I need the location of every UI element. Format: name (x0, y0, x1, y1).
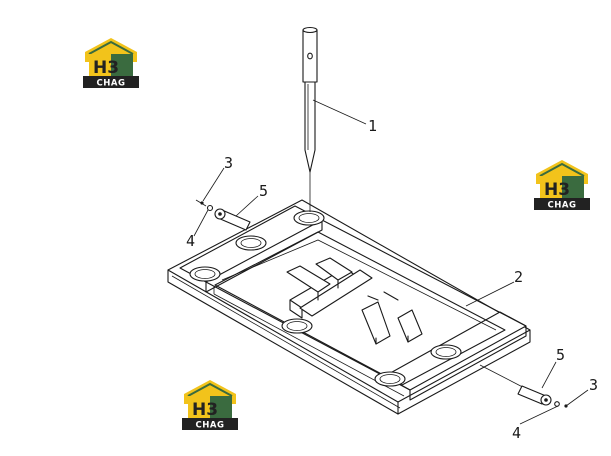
callout-4-left: 4 (186, 232, 195, 250)
mounting-pad (281, 318, 313, 334)
callout-3-right: 3 (589, 376, 598, 394)
brand-logo-2: H3 CHAG (533, 159, 591, 211)
logo-bottom-text: CHAG (548, 201, 577, 211)
right-fastener-set (479, 364, 568, 408)
brand-logo-1: H3 CHAG (82, 37, 140, 89)
callout-5-left: 5 (259, 182, 268, 200)
mounting-pad (374, 371, 406, 387)
vertical-pin (302, 26, 318, 212)
mounting-pad (430, 344, 462, 360)
callout-2: 2 (514, 268, 523, 286)
callout-5-right: 5 (556, 346, 565, 364)
brand-logo-3: H3 CHAG (181, 379, 239, 431)
left-fastener-set (195, 199, 251, 231)
logo-top-text: H3 (93, 58, 119, 78)
logo-top-text: H3 (544, 180, 570, 200)
base-plate (167, 199, 531, 415)
logo-top-text: H3 (192, 400, 218, 420)
logo-bottom-text: CHAG (97, 79, 126, 89)
leader-lines (193, 99, 589, 425)
callout-1: 1 (368, 117, 377, 135)
callout-4-right: 4 (512, 424, 521, 442)
mounting-pad (189, 266, 221, 282)
logo-bottom-text: CHAG (196, 421, 225, 431)
callout-3-left: 3 (224, 154, 233, 172)
mounting-pad (235, 235, 267, 251)
mounting-pad (293, 210, 325, 226)
